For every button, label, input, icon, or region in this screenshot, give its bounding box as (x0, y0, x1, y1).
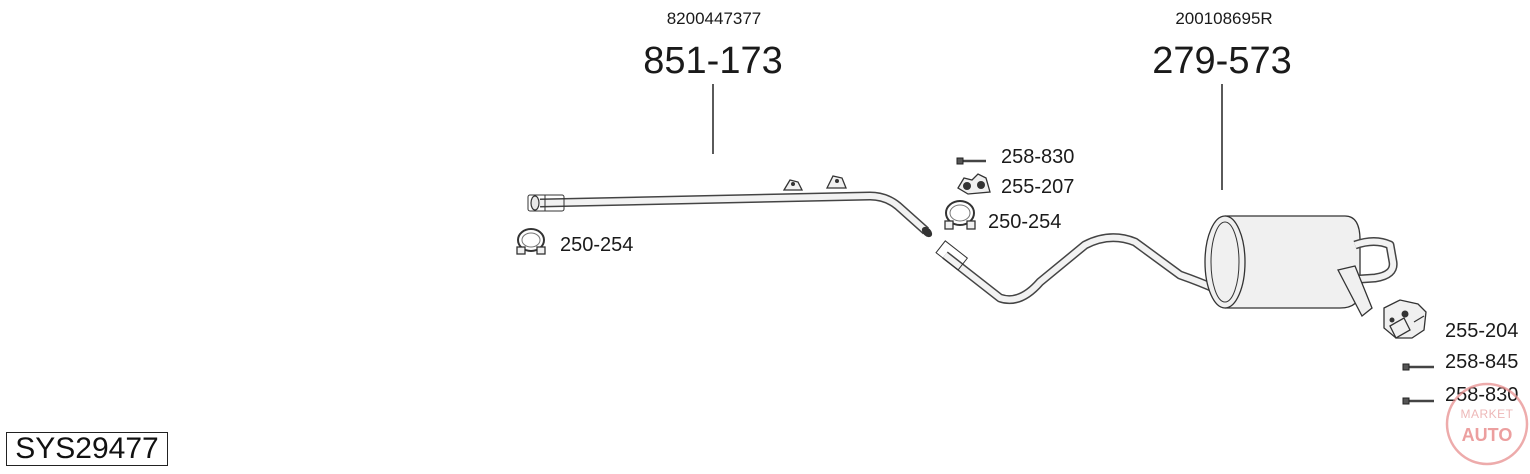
bolt-icon (1402, 363, 1434, 371)
bolt-icon (1402, 397, 1434, 405)
rubber-mount-icon (957, 173, 991, 195)
clamp-icon (944, 200, 976, 230)
system-code-label: SYS29477 (6, 432, 168, 466)
part-code-label[interactable]: 279-573 (1152, 40, 1291, 82)
accessory-code-label[interactable]: 250-254 (560, 234, 633, 256)
accessory-code-label[interactable]: 258-830 (1445, 384, 1518, 406)
bolt-icon (956, 157, 986, 165)
front-pipe[interactable] (527, 175, 934, 239)
watermark-logo: MARKET AUTO (1445, 382, 1529, 466)
accessory-code-label[interactable]: 258-845 (1445, 351, 1518, 373)
accessory-code-label[interactable]: 250-254 (988, 211, 1061, 233)
rear-silencer[interactable] (935, 215, 1398, 318)
svg-text:MARKET: MARKET (1460, 407, 1513, 421)
part-oem-number: 8200447377 (667, 9, 762, 28)
part-oem-number: 200108695R (1175, 9, 1272, 28)
accessory-code-label[interactable]: 258-830 (1001, 146, 1074, 168)
accessory-code-label[interactable]: 255-207 (1001, 176, 1074, 198)
clamp-icon (516, 228, 546, 255)
svg-text:AUTO: AUTO (1462, 425, 1513, 445)
part-code-label[interactable]: 851-173 (643, 40, 782, 82)
accessory-code-label[interactable]: 255-204 (1445, 320, 1518, 342)
bracket-icon (1383, 299, 1427, 339)
